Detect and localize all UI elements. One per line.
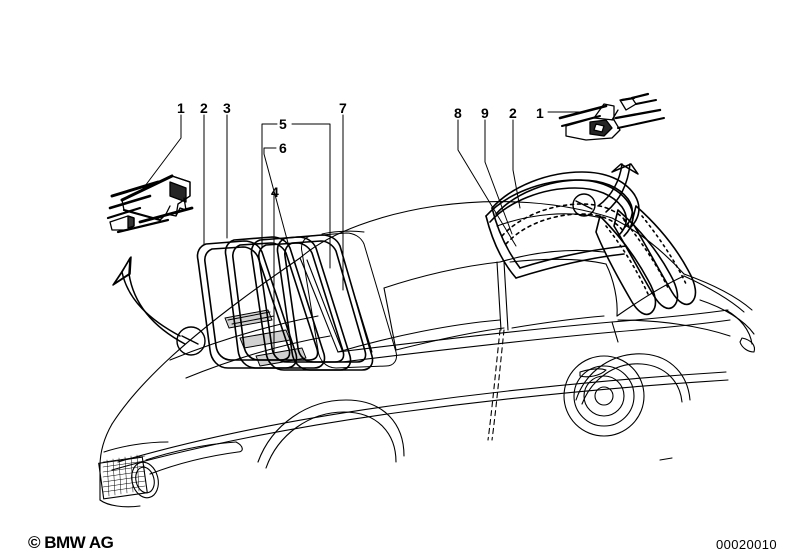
copyright-notice: © BMW AG	[28, 533, 114, 552]
callout-8-right: 8	[454, 105, 462, 121]
rear-clip-detail	[558, 92, 665, 141]
callout-3-left: 3	[223, 100, 231, 116]
callout-9-right: 9	[481, 105, 489, 121]
windshield-seal-stack	[196, 234, 374, 371]
callout-arrows	[112, 163, 639, 345]
leader-lines-right	[457, 111, 583, 247]
car-body-outline	[98, 201, 756, 508]
leader-lines-left	[141, 114, 344, 353]
front-moulding-detail	[106, 174, 194, 234]
diagram-number: 00020010	[716, 537, 778, 552]
callout-1-left: 1	[177, 100, 185, 116]
callout-6-left: 6	[279, 140, 287, 156]
dash-detail	[224, 309, 307, 367]
grille-mesh	[102, 454, 146, 497]
callout-2-left: 2	[200, 100, 208, 116]
callout-1-right: 1	[536, 105, 544, 121]
callout-2-right: 2	[509, 105, 517, 121]
callout-7-left: 7	[339, 100, 347, 116]
callout-4-left: 4	[271, 184, 279, 200]
callout-5-left: 5	[279, 116, 287, 132]
detail-circle-markers	[176, 193, 596, 356]
windshield-glass	[301, 230, 397, 369]
